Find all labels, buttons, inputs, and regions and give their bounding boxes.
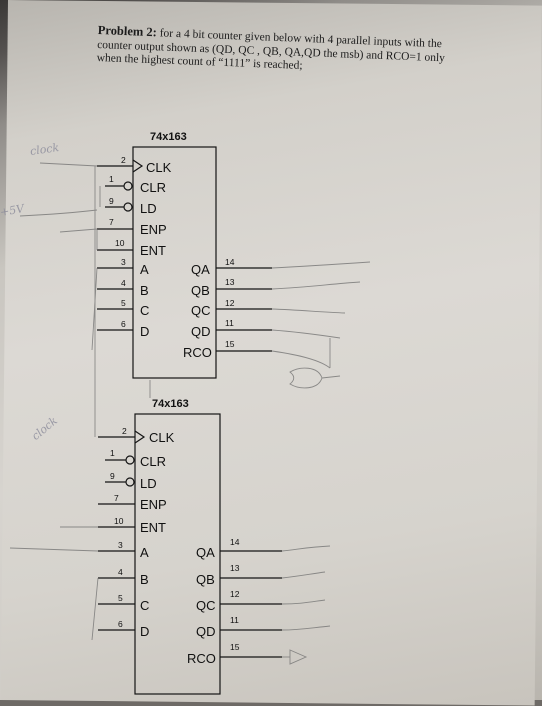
chip2-ld-label: LD (140, 476, 157, 491)
chip1-pin-num-d: 6 (121, 319, 126, 329)
chip1-pin-num-ent: 10 (115, 238, 125, 248)
chip2-ld-bubble (125, 477, 135, 487)
chip1-qd-label: QD (191, 324, 211, 339)
chip2-clock-triangle (134, 430, 146, 444)
chip2-c-label: C (140, 598, 150, 613)
chip2-body (134, 413, 221, 695)
chip2-title: 74x163 (152, 398, 189, 410)
chip1-ent-label: ENT (140, 243, 166, 258)
chip2-pin-num-rco: 15 (230, 642, 240, 652)
chip1-d-label: D (140, 324, 150, 339)
chip1-qc-label: QC (191, 303, 211, 318)
chip2-pin-num-ent: 10 (114, 516, 124, 526)
chip1-clock-triangle (132, 159, 144, 173)
chip2-pin-num-b: 4 (118, 567, 123, 577)
chip1-clr-bubble (123, 181, 133, 191)
chip2-pin-num-qa: 14 (230, 537, 240, 547)
chip2-a-label: A (140, 545, 149, 560)
chip1-enp-label: ENP (140, 222, 167, 237)
chip1-pin-num-rco: 15 (225, 339, 235, 349)
chip1-rco-label: RCO (183, 345, 212, 360)
chip2-pin-num-clr: 1 (110, 448, 115, 458)
chip1-a-label: A (140, 262, 149, 277)
chip1-pin-num-ld: 9 (109, 196, 114, 206)
chip1-qb-label: QB (191, 283, 210, 298)
chip1-pin-num-b: 4 (121, 278, 126, 288)
chip2-b-label: B (140, 572, 149, 587)
chip2-pin-num-d: 6 (118, 619, 123, 629)
chip1-pin-num-c: 5 (121, 298, 126, 308)
chip1-c-label: C (140, 303, 150, 318)
chip1-body (132, 146, 217, 379)
chip1-ld-bubble (123, 202, 133, 212)
chip2-ent-label: ENT (140, 520, 166, 535)
chip2-d-label: D (140, 624, 150, 639)
chip1-pin-num-qb: 13 (225, 277, 235, 287)
chip1-pin-num-clk: 2 (121, 155, 126, 165)
chip2-clr-label: CLR (140, 454, 167, 469)
chip1-qa-label: QA (191, 262, 210, 277)
chip2-clk-label: CLK (149, 430, 175, 445)
chip2-enp-label: ENP (140, 497, 167, 512)
chip1-clr-label: CLR (140, 180, 167, 195)
chip2-pin-num-qd: 11 (230, 615, 239, 625)
chip1-pin-num-qc: 12 (225, 298, 235, 308)
chip2-qa-label: QA (196, 545, 215, 560)
chip2-qb-label: QB (196, 572, 215, 587)
chip1-clk-label: CLK (146, 160, 172, 175)
chip1-title: 74x163 (150, 131, 187, 143)
chip2-pin-num-c: 5 (118, 593, 123, 603)
chip2-pin-num-enp: 7 (114, 493, 119, 503)
chip2-pin-num-ld: 9 (110, 471, 115, 481)
chip1-b-label: B (140, 283, 149, 298)
chip2-pin-num-clk: 2 (122, 426, 127, 436)
chip2-rco-label: RCO (187, 651, 216, 666)
chip2-pin-num-a: 3 (118, 540, 123, 550)
chip1-pin-num-enp: 7 (109, 217, 114, 227)
chip1-pin-num-a: 3 (121, 257, 126, 267)
chip2-clr-bubble (125, 455, 135, 465)
chip2-pin-num-qc: 12 (230, 589, 240, 599)
chip1-pin-num-clr: 1 (109, 174, 114, 184)
chip1-pin-num-qa: 14 (225, 257, 235, 267)
chip2-qd-label: QD (196, 624, 216, 639)
chip2-pin-num-qb: 13 (230, 563, 240, 573)
chip2-qc-label: QC (196, 598, 216, 613)
chip1-ld-label: LD (140, 201, 157, 216)
chip1-pin-num-qd: 11 (225, 318, 234, 328)
